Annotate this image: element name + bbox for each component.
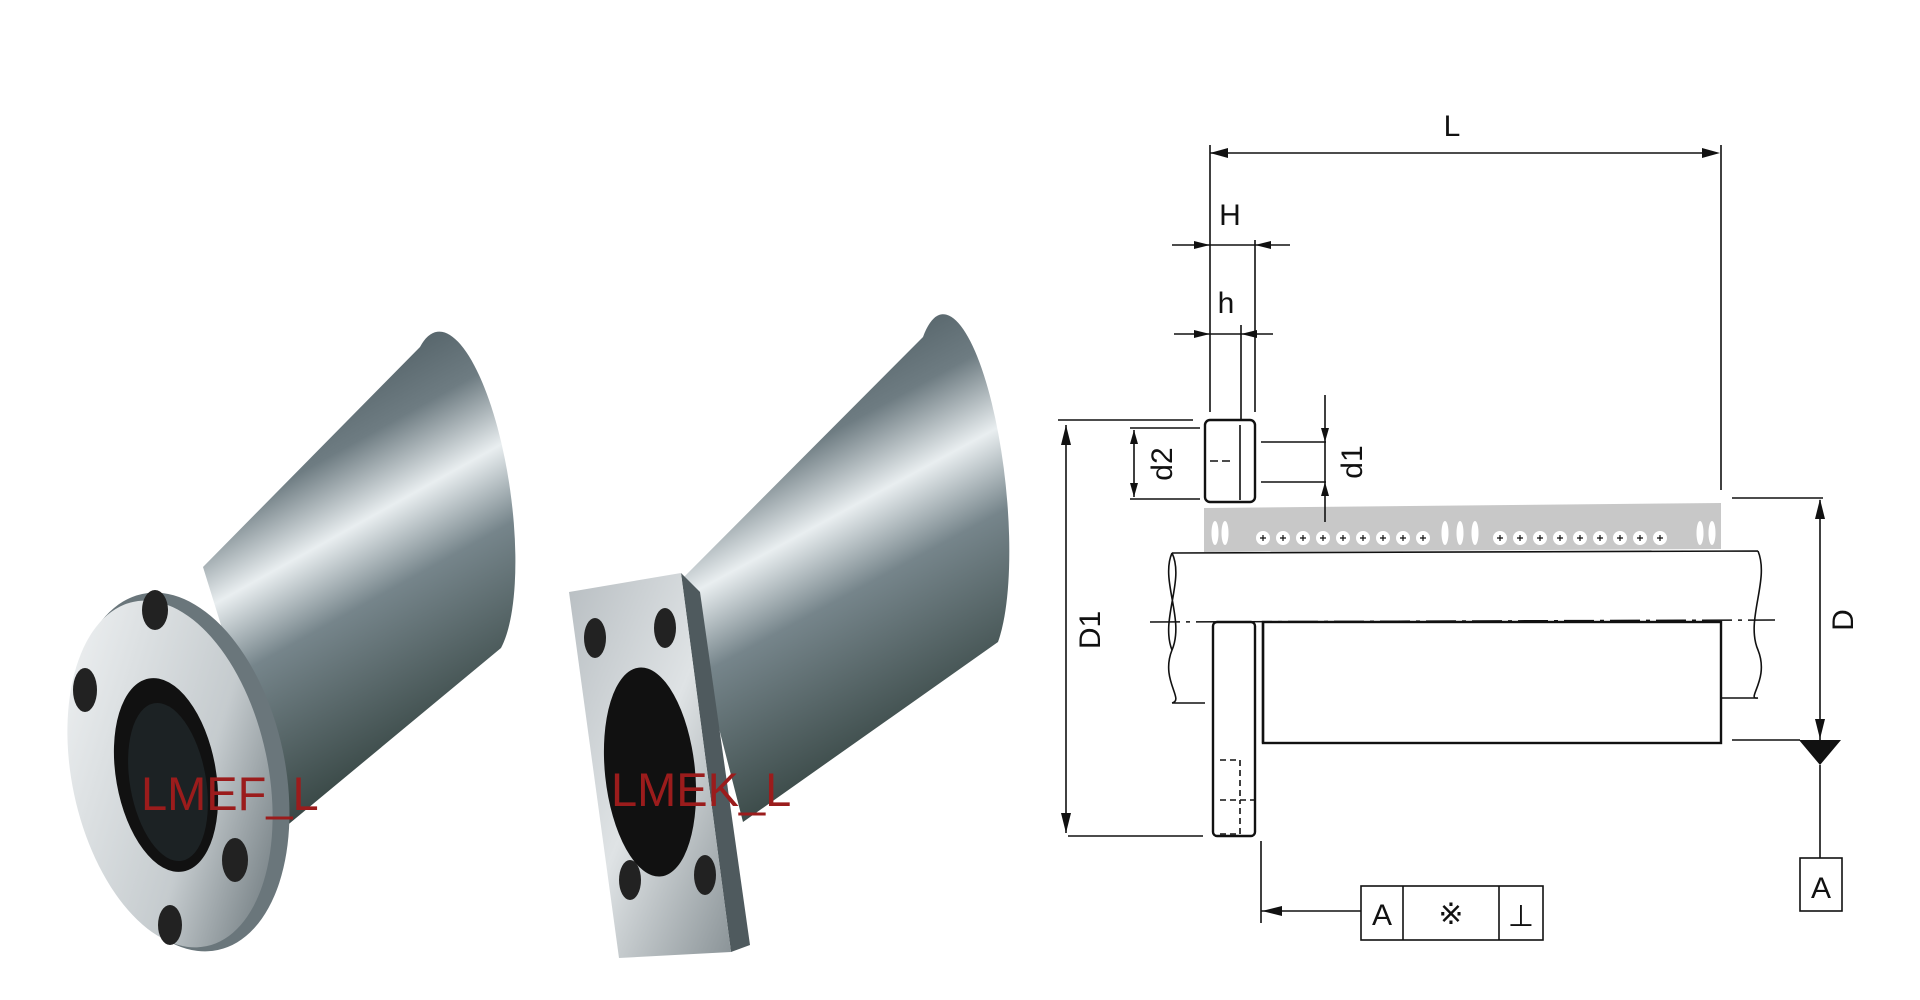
ball-plus-mark: [1497, 535, 1503, 541]
dim-h: h: [1218, 287, 1235, 320]
product-label-lmef-l: LMEF_L: [141, 767, 319, 820]
dim-H: H: [1219, 199, 1241, 232]
dim-D: D: [1827, 609, 1860, 631]
retainer-slot: [1456, 521, 1464, 545]
retainer-slot: [1211, 521, 1219, 545]
lmef-l-bearing-image: [67, 331, 516, 952]
retainer-slot: [1696, 521, 1704, 545]
ball-plus-mark: [1597, 535, 1603, 541]
retainer-slot: [1708, 521, 1716, 545]
perpendicularity-symbol: ⊥: [1508, 900, 1534, 933]
ball-plus-mark: [1280, 535, 1286, 541]
ball-plus-mark: [1260, 535, 1266, 541]
dim-d1: d1: [1336, 445, 1369, 478]
dim-D1: D1: [1074, 611, 1107, 649]
flange-bottom: [1211, 620, 1257, 838]
tolerance-datum: A: [1372, 899, 1392, 932]
dim-L: L: [1444, 110, 1461, 143]
datum-triangle: [1799, 740, 1841, 765]
ball-plus-mark: [1637, 535, 1643, 541]
ball-plus-mark: [1517, 535, 1523, 541]
ball-plus-mark: [1400, 535, 1406, 541]
technical-drawing: L H h d2 d1 D1: [1058, 110, 1860, 941]
tolerance-symbol: ※: [1438, 898, 1463, 931]
ball-plus-mark: [1537, 535, 1543, 541]
ball-plus-mark: [1320, 535, 1326, 541]
ball-plus-mark: [1420, 535, 1426, 541]
flange-top: [1203, 418, 1257, 504]
lmek-l-bearing-image: [569, 314, 1010, 958]
ball-plus-mark: [1657, 535, 1663, 541]
ball-plus-mark: [1557, 535, 1563, 541]
ball-row: [1211, 521, 1716, 545]
ball-plus-mark: [1577, 535, 1583, 541]
shaft: [1167, 550, 1763, 704]
retainer-slot: [1471, 521, 1479, 545]
retainer-slot: [1441, 521, 1449, 545]
product-label-lmek-l: LMEK_L: [611, 763, 792, 816]
ball-plus-mark: [1617, 535, 1623, 541]
bearing-body: [1261, 620, 1723, 745]
ball-plus-mark: [1360, 535, 1366, 541]
retainer-slot: [1221, 521, 1229, 545]
dim-d2: d2: [1146, 447, 1179, 480]
datum-label: A: [1811, 872, 1831, 905]
ball-plus-mark: [1300, 535, 1306, 541]
ball-plus-mark: [1340, 535, 1346, 541]
ball-plus-mark: [1380, 535, 1386, 541]
